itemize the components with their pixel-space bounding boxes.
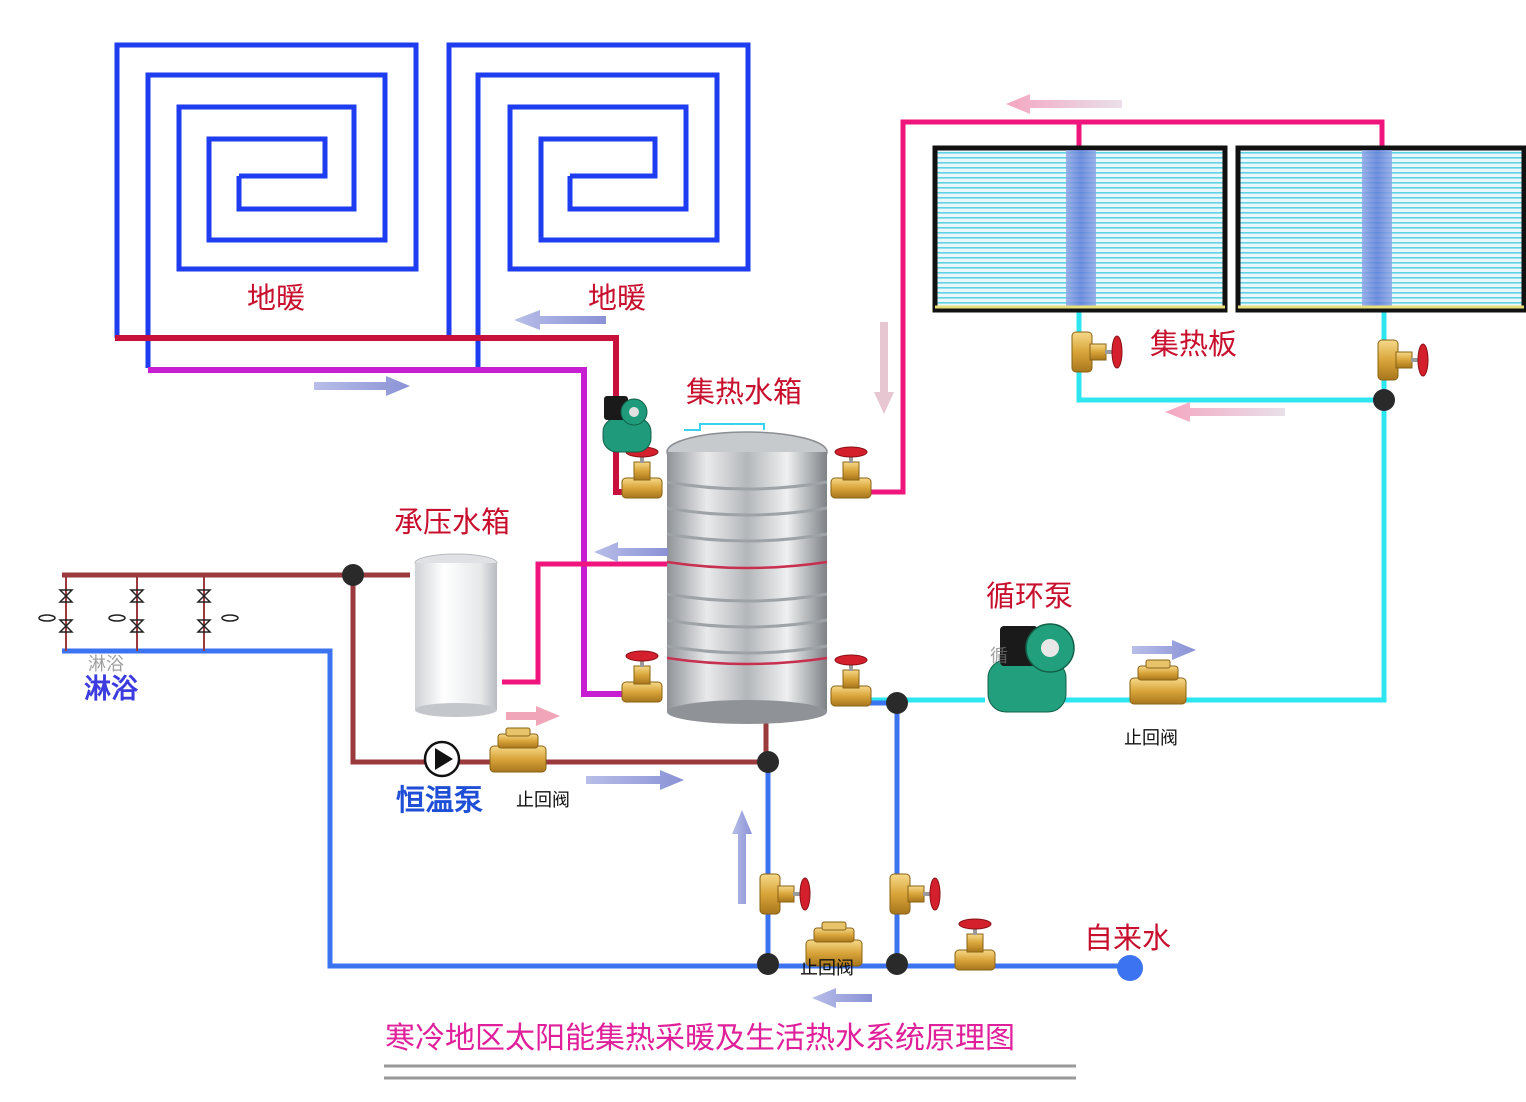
label-collector-tank: 集热水箱 — [686, 375, 803, 409]
diagram-title: 寒冷地区太阳能集热采暖及生活热水系统原理图 — [385, 1021, 1015, 1056]
bypass-valve-right[interactable] — [889, 873, 941, 915]
check-valve-circulation[interactable] — [1129, 659, 1187, 705]
label-pump-fragment: 循 — [990, 646, 1008, 667]
check-valve-constant[interactable] — [489, 727, 547, 773]
collector-valve-left[interactable] — [1071, 331, 1123, 373]
constant-temp-pump-symbol[interactable] — [423, 740, 461, 778]
solar-hot-pipe — [848, 119, 1385, 495]
floor-heating-pump[interactable] — [602, 396, 652, 453]
label-shower: 淋浴 — [84, 674, 138, 705]
label-floor-heating-right: 地暖 — [588, 281, 647, 315]
circulation-pump[interactable] — [987, 623, 1075, 713]
floor-return-pipe — [148, 367, 640, 697]
label-constant-temp-pump: 恒温泵 — [396, 783, 484, 817]
solar-collector-right — [1235, 145, 1526, 313]
collector-water-tank — [666, 423, 828, 724]
label-circulation-pump: 循环泵 — [986, 579, 1074, 613]
hot-water-supply-pipe — [62, 572, 769, 765]
tap-water-inlet — [1117, 955, 1143, 981]
tap-water-valve[interactable] — [954, 918, 996, 971]
label-check-valve-right: 止回阀 — [1124, 728, 1178, 749]
solar-collector-left — [932, 145, 1228, 313]
label-pressure-tank: 承压水箱 — [394, 505, 511, 539]
label-shower-small: 淋浴 — [88, 654, 124, 675]
label-tap-water: 自来水 — [1084, 921, 1172, 955]
tank-valve-top-right[interactable] — [830, 446, 872, 499]
pressure-tank-pipe — [502, 561, 668, 685]
cold-water-pipe — [62, 648, 1130, 969]
shower-fixtures — [38, 575, 239, 651]
collector-valve-right[interactable] — [1377, 339, 1429, 381]
tank-valve-bottom-right[interactable] — [830, 654, 872, 707]
floor-supply-pipe — [115, 335, 640, 495]
tank-valve-bottom-left[interactable] — [621, 650, 663, 703]
label-check-valve-left: 止回阀 — [516, 790, 570, 811]
bypass-valve-left[interactable] — [759, 873, 811, 915]
flow-arrows — [314, 94, 1285, 1008]
label-check-valve-bottom: 止回阀 — [800, 958, 854, 979]
label-collector-panel: 集热板 — [1150, 327, 1238, 361]
junction-nodes — [342, 389, 1395, 975]
tank-valve-top-left[interactable] — [621, 446, 663, 499]
solar-cold-pipe — [848, 312, 1387, 703]
label-floor-heating-left: 地暖 — [247, 281, 306, 315]
floor-heating-coil-right — [446, 42, 751, 368]
pressure-water-tank — [414, 553, 498, 717]
floor-heating-coil-left — [114, 42, 419, 368]
